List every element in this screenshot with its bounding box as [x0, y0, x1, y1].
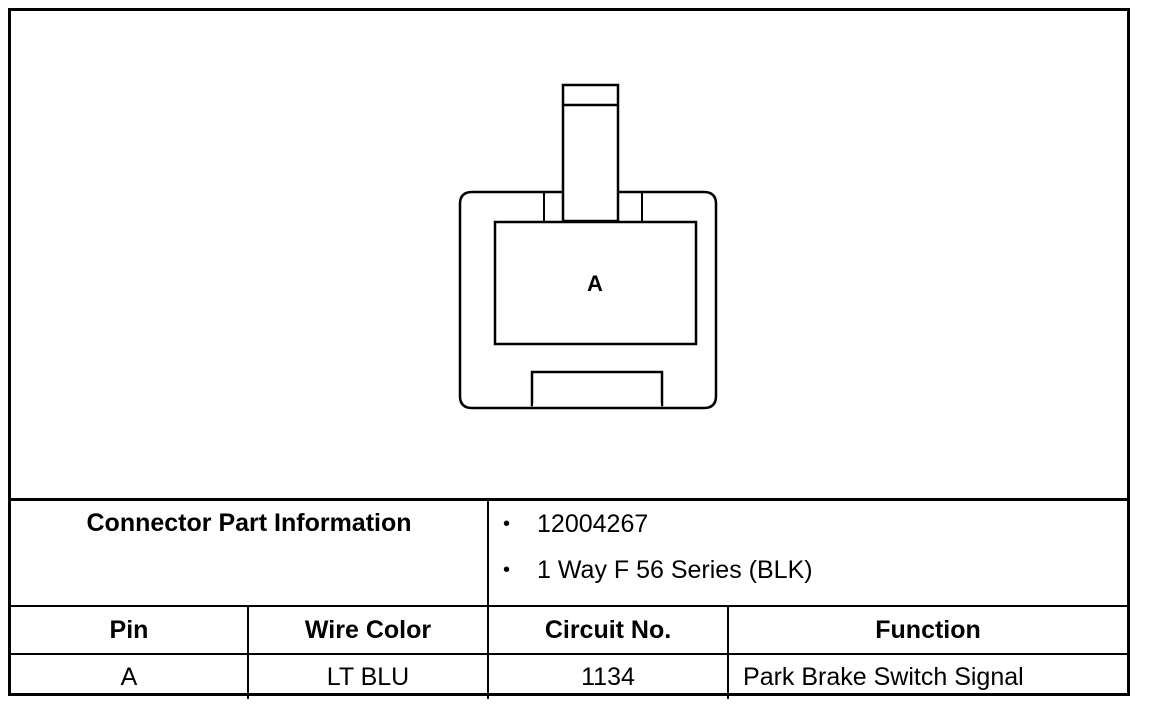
header-wire-color: Wire Color: [246, 605, 490, 655]
connector-drawing: A: [11, 11, 1127, 498]
connector-face-svg: A: [458, 83, 718, 410]
connector-key: [530, 370, 664, 407]
part-number: 12004267: [537, 510, 649, 538]
header-pin: Pin: [11, 605, 249, 655]
bullet-icon: •: [503, 559, 511, 581]
header-circuit-no: Circuit No.: [487, 605, 730, 655]
cell-pin: A: [11, 653, 249, 699]
list-item: • 1 Way F 56 Series (BLK): [503, 553, 1127, 599]
diagram-frame: A Connector Part Information • 12004267 •…: [8, 8, 1130, 699]
pin-table-header: Pin Wire Color Circuit No. Function: [11, 605, 1128, 655]
connector-housing: [458, 190, 718, 410]
bullet-icon: •: [503, 513, 511, 535]
cell-circuit-no: 1134: [487, 653, 730, 699]
pin-label: A: [587, 271, 603, 296]
connector-part-info-list: • 12004267 • 1 Way F 56 Series (BLK): [487, 498, 1128, 607]
list-item: • 12004267: [503, 507, 1127, 553]
connector-description: 1 Way F 56 Series (BLK): [537, 556, 813, 584]
header-function: Function: [727, 605, 1128, 655]
connector-info-table: Connector Part Information • 12004267 • 1 …: [11, 498, 1128, 699]
connector-part-info-label: Connector Part Information: [11, 498, 490, 607]
table-row: A LT BLU 1134 Park Brake Switch Signal: [11, 653, 1128, 699]
cell-function: Park Brake Switch Signal: [727, 653, 1128, 699]
cell-wire-color: LT BLU: [246, 653, 490, 699]
pin-cavity: [493, 220, 698, 346]
